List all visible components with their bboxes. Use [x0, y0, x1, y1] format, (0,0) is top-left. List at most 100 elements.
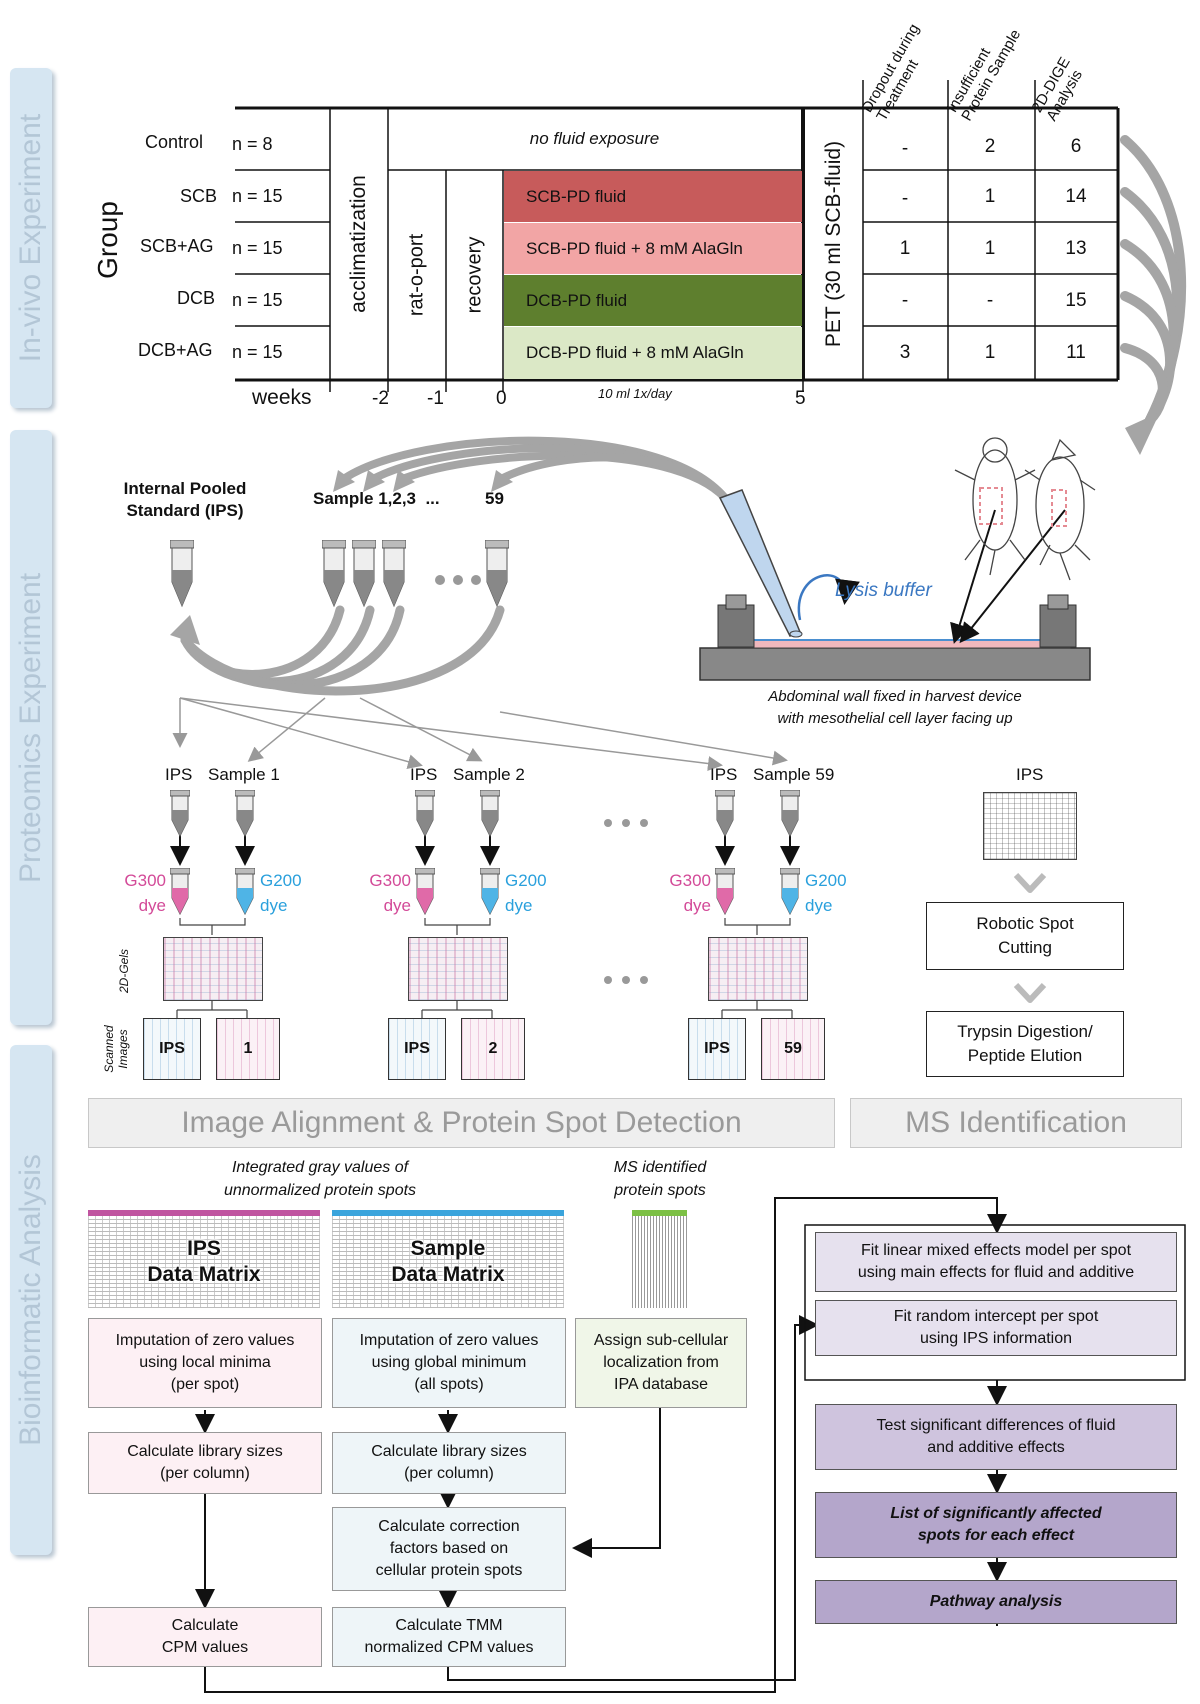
- phase-acclimatization: acclimatization: [347, 175, 370, 313]
- integrated-caption: Integrated gray values of unnormalized p…: [223, 1159, 417, 1199]
- gel-sample-label: Sample 59: [753, 765, 835, 784]
- dye-g300-label: G300 dye: [124, 871, 166, 915]
- ips-tube-icon: [169, 539, 195, 613]
- ips-tube-icon: [169, 789, 191, 843]
- dye-g300-label: G300 dye: [669, 871, 711, 915]
- random-intercept-step: Fit random intercept per spot using IPS …: [815, 1300, 1177, 1356]
- dye-g200-label: G200 dye: [505, 871, 547, 915]
- g200-tube-icon: [234, 867, 256, 921]
- sample-tube-icon: [351, 539, 377, 613]
- ms-identified-matrix: [632, 1216, 687, 1308]
- scanned-images-label: Scanned Images: [102, 1025, 130, 1073]
- tab-bioinformatic-analysis: Bioinformatic Analysis: [10, 1045, 52, 1555]
- sample-imputation-step: Imputation of zero values using global m…: [332, 1318, 566, 1408]
- phase-pet: PET (30 ml SCB-fluid): [822, 140, 845, 348]
- sample-tube-icon: [381, 539, 407, 613]
- ips-tube-icon: [414, 789, 436, 843]
- treatment-scb: SCB-PD fluid: [504, 171, 802, 222]
- timeline-tick: 5: [795, 388, 806, 409]
- count-dropout: 3: [899, 342, 911, 363]
- count-analysis: 13: [1065, 238, 1087, 259]
- harvest-caption: Abdominal wall fixed in harvest device w…: [768, 688, 1022, 727]
- count-analysis: 14: [1065, 186, 1087, 207]
- ms-ips-label: IPS: [1016, 765, 1044, 784]
- treatment-dcb-ag: DCB-PD fluid + 8 mM AlaGln: [504, 327, 802, 379]
- gel-ips-label: IPS: [165, 765, 193, 784]
- group-n: n = 15: [232, 238, 283, 258]
- ips-cpm-step: Calculate CPM values: [88, 1607, 322, 1667]
- tab-in-vivo-experiment: In-vivo Experiment: [10, 68, 52, 408]
- treatment-control: no fluid exposure: [529, 129, 660, 148]
- phase-recovery: recovery: [463, 236, 485, 314]
- sample-tube-icon: [479, 789, 501, 843]
- count-analysis: 6: [1070, 136, 1082, 157]
- trypsin-digestion-step: Trypsin Digestion/ Peptide Elution: [926, 1011, 1124, 1077]
- g300-tube-icon: [714, 867, 736, 921]
- group-n: n = 15: [232, 290, 283, 310]
- sample-library-size-step: Calculate library sizes (per column): [332, 1432, 566, 1494]
- count-insufficient: 1: [984, 238, 996, 259]
- tab-proteomics-experiment: Proteomics Experiment: [10, 430, 52, 1025]
- gels-label: 2D-Gels: [117, 948, 131, 994]
- gel-ips-label: IPS: [410, 765, 438, 784]
- lysis-buffer-label: Lysis buffer: [835, 580, 932, 601]
- samples-last: 59: [485, 489, 504, 508]
- image-alignment-banner: Image Alignment & Protein Spot Detection: [88, 1098, 835, 1148]
- sample-data-matrix: Sample Data Matrix: [332, 1216, 564, 1308]
- dye-g200-label: G200 dye: [805, 871, 847, 915]
- subcellular-localization-step: Assign sub-cellular localization from IP…: [575, 1318, 747, 1408]
- ms-identification-banner: MS Identification: [850, 1098, 1182, 1148]
- ips-imputation-step: Imputation of zero values using local mi…: [88, 1318, 322, 1408]
- 2d-gel-image: [408, 937, 508, 1001]
- scanned-image-ips: IPS: [688, 1018, 746, 1080]
- timeline-label: weeks: [252, 386, 312, 409]
- group-name: SCB+AG: [140, 236, 214, 256]
- pathway-analysis-step: Pathway analysis: [815, 1580, 1177, 1624]
- dosing-note: 10 ml 1x/day: [598, 386, 672, 401]
- treatment-dcb: DCB-PD fluid: [504, 275, 802, 326]
- group-n: n = 15: [232, 186, 283, 206]
- sample-tube-icon: [321, 539, 347, 613]
- count-insufficient: 1: [984, 186, 996, 207]
- dye-g200-label: G200 dye: [260, 871, 302, 915]
- count-dropout: -: [901, 188, 909, 209]
- phase-rat-o-port: rat-o-port: [405, 233, 428, 317]
- ips-gel-image: [983, 792, 1077, 860]
- g200-tube-icon: [479, 867, 501, 921]
- group-n: n = 15: [232, 342, 283, 362]
- group-name: DCB: [177, 288, 216, 308]
- timeline-tick: -1: [427, 388, 444, 409]
- g300-tube-icon: [169, 867, 191, 921]
- count-dropout: 1: [899, 238, 911, 259]
- group-name: SCB: [180, 186, 218, 206]
- gel-sample-label: Sample 2: [453, 765, 525, 784]
- scanned-image-sample: 2: [461, 1018, 525, 1080]
- scanned-image-ips: IPS: [388, 1018, 446, 1080]
- count-insufficient: -: [986, 290, 994, 311]
- count-analysis: 11: [1066, 342, 1086, 363]
- correction-factors-step: Calculate correction factors based on ce…: [332, 1507, 566, 1591]
- ips-tube-icon: [714, 789, 736, 843]
- count-analysis: 15: [1065, 290, 1087, 311]
- gel-sample-label: Sample 1: [208, 765, 280, 784]
- tmm-cpm-step: Calculate TMM normalized CPM values: [332, 1607, 566, 1667]
- robotic-spot-cutting-step: Robotic Spot Cutting: [926, 902, 1124, 970]
- significance-test-step: Test significant differences of fluid an…: [815, 1404, 1177, 1470]
- treatment-scb-ag: SCB-PD fluid + 8 mM AlaGln: [504, 223, 802, 274]
- timeline-tick: -2: [372, 388, 389, 409]
- scanned-image-sample: 1: [216, 1018, 280, 1080]
- count-dropout: -: [901, 290, 909, 311]
- timeline-tick: 0: [496, 388, 507, 409]
- sample-tube-icon: [779, 789, 801, 843]
- g300-tube-icon: [414, 867, 436, 921]
- group-name: Control: [145, 132, 204, 152]
- linear-mixed-model-step: Fit linear mixed effects model per spot …: [815, 1232, 1177, 1292]
- count-insufficient: 2: [984, 136, 996, 157]
- sample-tube-icon: [234, 789, 256, 843]
- scanned-image-sample: 59: [761, 1018, 825, 1080]
- sample-tube-icon: [484, 539, 510, 613]
- ips-title: Internal Pooled Standard (IPS): [123, 479, 247, 520]
- ips-data-matrix: IPS Data Matrix: [88, 1216, 320, 1308]
- count-dropout: -: [901, 138, 909, 159]
- count-insufficient: 1: [984, 342, 996, 363]
